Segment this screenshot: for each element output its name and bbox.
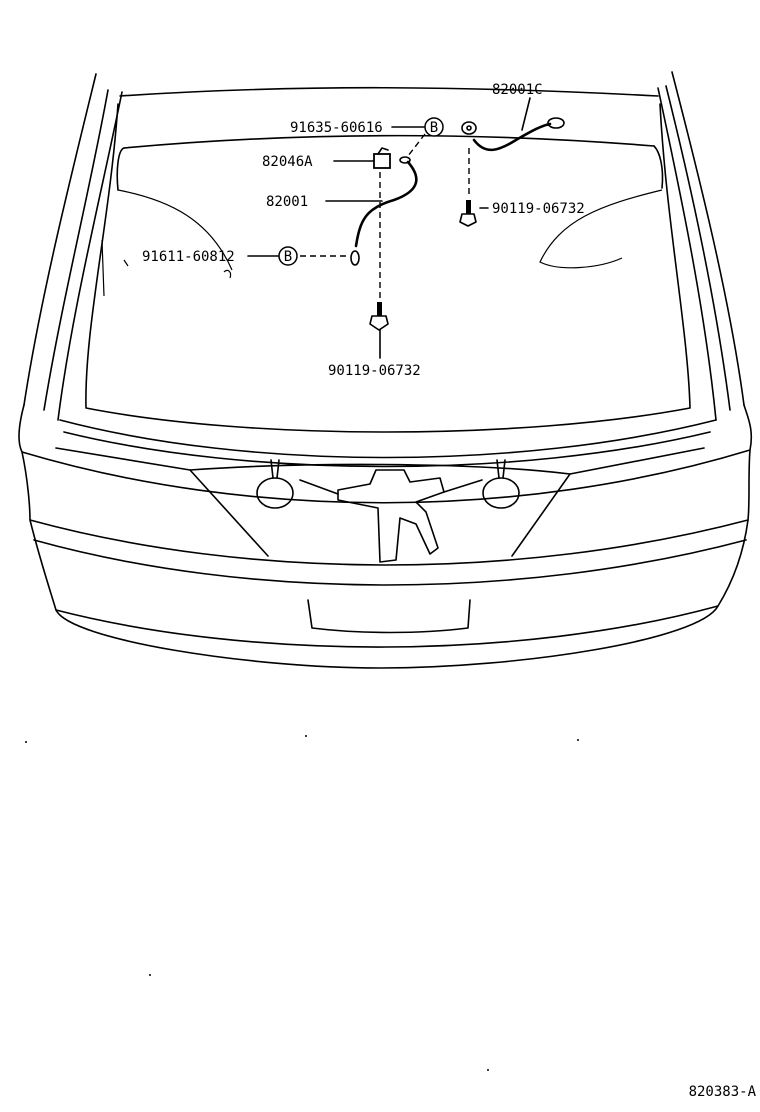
marker-b-left: B <box>278 246 298 266</box>
part-label-82046a: 82046A <box>262 154 313 170</box>
bolt-right <box>459 200 477 227</box>
svg-text:B: B <box>284 249 292 265</box>
antenna-parts <box>300 117 565 331</box>
svg-text:B: B <box>430 120 438 136</box>
ground-terminal <box>350 250 360 266</box>
car-body <box>18 71 753 1071</box>
part-label-91635: 91635-60616 <box>290 120 383 136</box>
antenna-cable-82001 <box>354 160 418 248</box>
bolt-bottom <box>369 302 389 331</box>
part-label-90119-right: 90119-06732 <box>492 201 585 217</box>
drawing-number: 820383-A <box>689 1084 757 1100</box>
part-label-82001: 82001 <box>266 194 308 210</box>
antenna-cable-82001c <box>472 122 552 152</box>
part-label-82001c: 82001C <box>492 82 543 98</box>
part-label-91611: 91611-60812 <box>142 249 235 265</box>
connector-82046a <box>373 153 391 169</box>
callouts: B B 82001C 91635-60616 82046A 82001 9011… <box>142 82 585 379</box>
part-label-90119-bottom: 90119-06732 <box>328 363 421 379</box>
marker-b-top: B <box>424 117 444 137</box>
